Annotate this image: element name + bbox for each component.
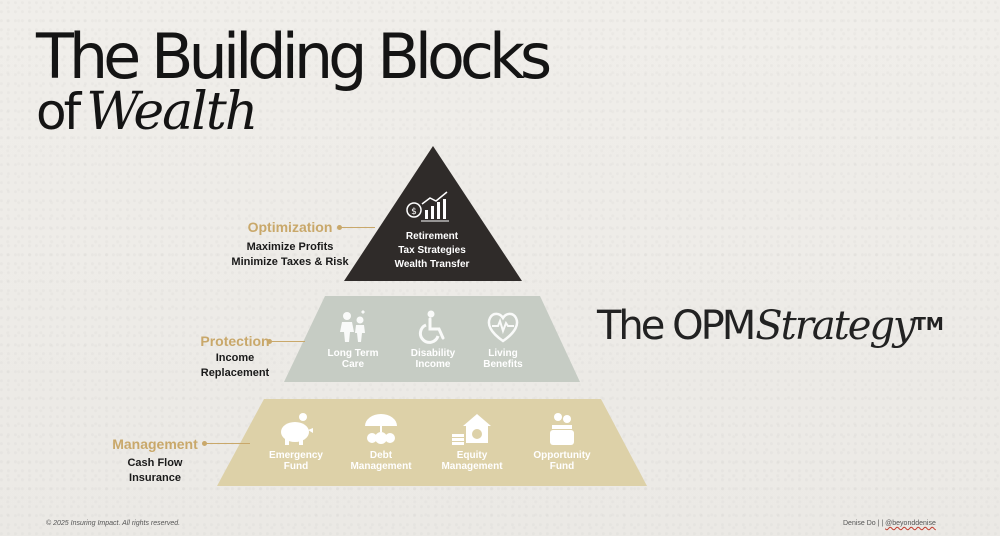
equity-management-item: Equity Management — [432, 412, 512, 472]
protection-line-2: Replacement — [200, 367, 270, 379]
growth-chart-icon: $ — [406, 191, 449, 222]
emergency-label-2: Fund — [283, 461, 309, 472]
subtitle-of: of — [36, 83, 81, 141]
house-coins-icon — [452, 414, 491, 445]
author-handle: @beyonddenise — [885, 520, 936, 527]
long-term-care-label-1: Long Term — [327, 348, 379, 359]
opm-strategy: Strategy — [755, 303, 915, 349]
disability-label-2: Income — [415, 359, 451, 370]
opm-strategy-logo: The OPMStrategyTM — [597, 306, 944, 346]
block-wealth-transfer: Wealth Transfer — [394, 259, 470, 270]
optimization-line-2: Minimize Taxes & Risk — [231, 256, 349, 268]
optimization-connector — [337, 225, 375, 230]
management-line-1: Cash Flow — [127, 457, 183, 469]
protection-label: Protection Income Replacement — [185, 333, 285, 381]
protection-line-1: Income — [215, 352, 255, 364]
emergency-fund-item: Emergency Fund — [256, 412, 336, 472]
opportunity-label-2: Fund — [549, 461, 575, 472]
living-benefits-item: Living Benefits — [463, 310, 543, 370]
management-heading: Management — [112, 436, 198, 452]
opm-tm: TM — [913, 314, 944, 335]
caregiver-icon — [340, 310, 365, 342]
page-title: The Building Blocks — [36, 20, 552, 93]
optimization-heading: Optimization — [247, 219, 333, 235]
disability-income-item: Disability Income — [393, 310, 473, 370]
management-connector — [202, 441, 250, 446]
author-name: Denise Do | | — [843, 520, 886, 527]
debt-label-2: Management — [350, 461, 412, 472]
opportunity-label-1: Opportunity — [533, 450, 591, 461]
protection-connector — [267, 339, 305, 344]
equity-label-2: Management — [441, 461, 503, 472]
fund-jar-icon — [550, 413, 574, 445]
emergency-label-1: Emergency — [269, 450, 323, 461]
living-label-1: Living — [488, 348, 518, 359]
author-footer: Denise Do | | @beyonddenise — [843, 520, 936, 527]
umbrella-coins-icon — [365, 414, 397, 444]
debt-management-item: Debt Management — [341, 412, 421, 472]
block-retirement: Retirement — [405, 231, 459, 242]
opm-the: The OPM — [597, 303, 756, 349]
opportunity-fund-item: Opportunity Fund — [522, 412, 602, 472]
long-term-care-label-2: Care — [341, 359, 365, 370]
subtitle-wealth: Wealth — [86, 82, 258, 142]
optimization-block-text: Retirement Tax Strategies Wealth Transfe… — [362, 230, 502, 272]
svg-text:$: $ — [411, 207, 417, 217]
management-label: Management Cash Flow Insurance — [105, 436, 205, 486]
heart-pulse-icon — [487, 312, 519, 343]
piggy-bank-icon — [281, 413, 313, 445]
management-line-2: Insurance — [129, 472, 181, 484]
long-term-care-item: Long Term Care — [313, 310, 393, 370]
equity-label-1: Equity — [456, 450, 488, 461]
optimization-label: Optimization Maximize Profits Minimize T… — [230, 219, 350, 270]
living-label-2: Benefits — [483, 359, 523, 370]
pyramid-bottom — [217, 399, 647, 486]
copyright-footer: © 2025 Insuring Impact. All rights reser… — [46, 520, 181, 527]
protection-heading: Protection — [200, 333, 270, 349]
wheelchair-icon — [418, 310, 445, 344]
disability-label-1: Disability — [410, 348, 456, 359]
debt-label-1: Debt — [369, 450, 393, 461]
block-tax-strategies: Tax Strategies — [398, 245, 466, 256]
optimization-line-1: Maximize Profits — [246, 241, 334, 253]
